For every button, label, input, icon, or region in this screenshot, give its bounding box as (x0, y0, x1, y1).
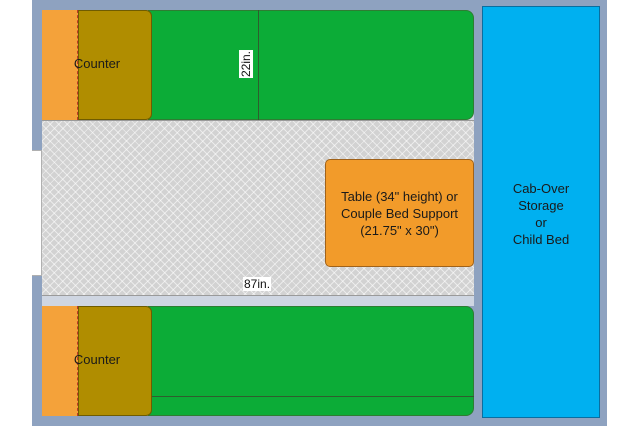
cab-label-line: Storage (518, 198, 564, 213)
table-label-line: (21.75" x 30") (360, 222, 439, 238)
bottom-counter (78, 306, 152, 416)
bottom-bench-edge (42, 296, 474, 306)
top-counter-edge (42, 10, 78, 120)
bottom-bench-divider (148, 396, 474, 397)
table-area: Table (34" height) or Couple Bed Support… (325, 159, 474, 267)
cab-label-line: Child Bed (512, 232, 570, 247)
bottom-bench-seat (148, 306, 474, 416)
bottom-counter-edge (42, 306, 78, 416)
cab-over-area (482, 6, 600, 418)
depth-dimension: 22in. (239, 48, 253, 80)
top-counter-label: Counter (73, 56, 121, 71)
table-label-line: Table (34" height) or (341, 188, 458, 204)
length-dimension-label: 87in. (243, 277, 272, 291)
cab-over-label: Cab-Over Storage or Child Bed (482, 180, 600, 248)
bottom-counter-label: Counter (73, 352, 121, 367)
cab-label-line: Cab-Over (512, 181, 570, 196)
top-bench-seat (148, 10, 474, 120)
table-label-line: Couple Bed Support (340, 205, 459, 221)
top-counter (78, 10, 152, 120)
entry-door (32, 150, 42, 276)
depth-dimension-label: 22in. (239, 49, 253, 79)
cab-label-line: or (535, 215, 547, 230)
top-bench-divider (258, 10, 259, 120)
